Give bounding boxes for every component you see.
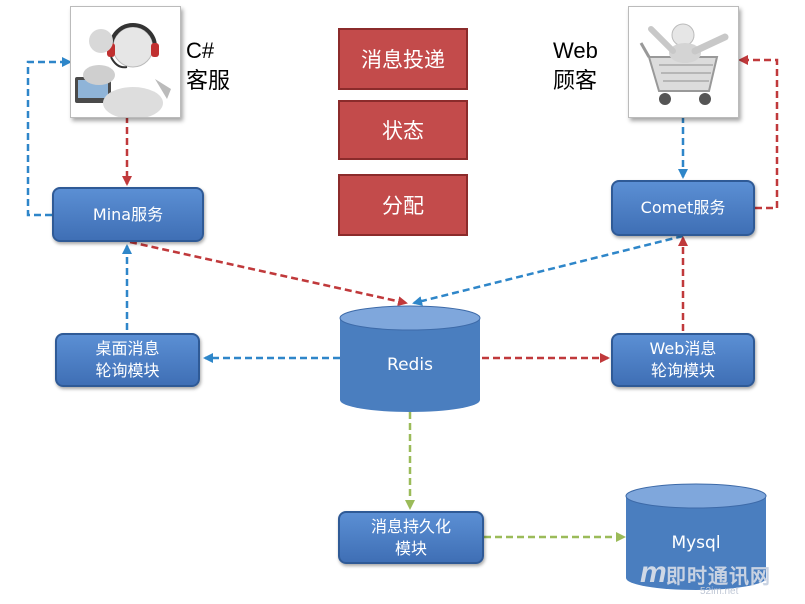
- web-client-picture: [628, 6, 739, 118]
- legend-allocation: 分配: [338, 174, 468, 236]
- csharp-label-line2: 客服: [186, 68, 231, 93]
- legend-message-delivery-text: 消息投递: [361, 48, 445, 72]
- arrow-mina-to-csharp: [26, 57, 72, 217]
- mysql-label: Mysql: [671, 533, 721, 553]
- web-poll-line2: 轮询模块: [650, 361, 715, 380]
- persist-line2: 模块: [394, 538, 427, 558]
- mysql-cylinder: [625, 483, 767, 590]
- comet-service-text: Comet服务: [640, 198, 726, 217]
- web-label-line1: Web: [553, 38, 598, 63]
- web-client-label: Web 顾客: [553, 36, 598, 96]
- watermark-url: 52im.net: [700, 586, 739, 597]
- persist-line1: 消息持久化: [370, 516, 451, 536]
- desktop-poll-line2: 轮询模块: [95, 361, 160, 380]
- persist-node: 消息持久化 模块: [338, 511, 484, 564]
- legend-status: 状态: [338, 100, 468, 160]
- legend-allocation-text: 分配: [382, 194, 424, 218]
- shopping-cart-customer-icon: [639, 23, 729, 105]
- watermark-text: 即时通讯网: [666, 566, 771, 588]
- legend-message-delivery: 消息投递: [338, 28, 468, 90]
- csharp-label-line1: C#: [186, 38, 215, 63]
- web-poll-node: Web消息 轮询模块: [611, 333, 755, 387]
- comet-service-node: Comet服务: [611, 180, 755, 236]
- mina-service-node: Mina服务: [52, 187, 204, 242]
- arrow-comet-to-redis: [412, 234, 684, 306]
- arrow-comet-to-web: [738, 55, 779, 210]
- web-poll-line1: Web消息: [649, 339, 717, 358]
- watermark-logo: m: [640, 556, 667, 589]
- redis-label: Redis: [387, 355, 433, 375]
- desktop-poll-line1: 桌面消息: [95, 339, 160, 358]
- watermark: m 即时通讯网 52im.net: [640, 556, 800, 600]
- legend-status-text: 状态: [382, 119, 424, 143]
- arrow-mina-to-redis: [129, 240, 408, 307]
- web-label-line2: 顾客: [553, 68, 598, 93]
- mina-service-text: Mina服务: [92, 204, 164, 224]
- csharp-client-picture: [70, 6, 181, 119]
- desktop-poll-node: 桌面消息 轮询模块: [55, 333, 200, 387]
- csharp-client-label: C# 客服: [186, 36, 230, 96]
- customer-service-agent-icon: [75, 23, 171, 119]
- redis-cylinder: [339, 305, 481, 412]
